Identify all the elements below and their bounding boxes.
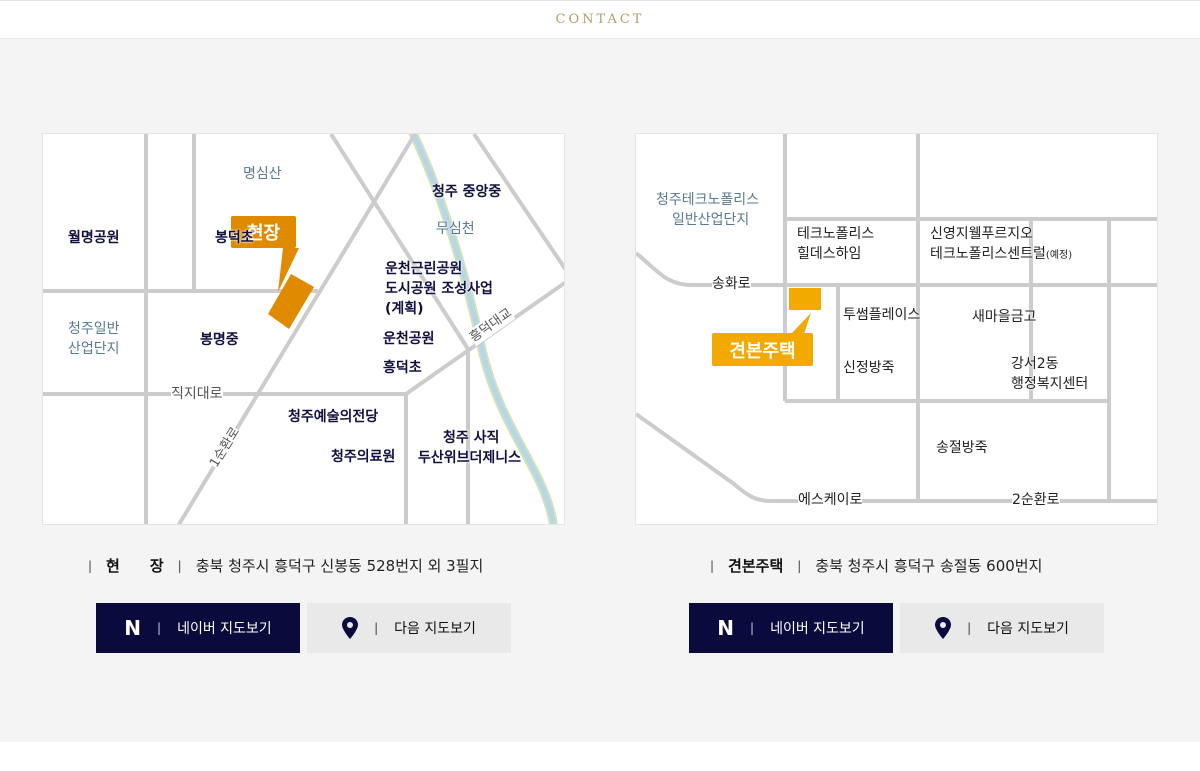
site-info: |현 장|충북 청주시 흥덕구 신봉동 528번지 외 3필지	[88, 557, 484, 575]
label-hill-1: 테크노폴리스	[797, 226, 875, 242]
label-musimcheon: 무심천	[436, 221, 475, 237]
model-callout: 견본주택	[712, 333, 813, 366]
site-naver-map-button[interactable]: N|네이버 지도보기	[96, 603, 300, 653]
label-cheongju-ind-1: 청주일반	[68, 321, 120, 337]
map-pin-icon	[935, 617, 952, 639]
naver-label: 네이버 지도보기	[770, 621, 865, 637]
model-info: |견본주택|충북 청주시 흥덕구 송절동 600번지	[710, 557, 1043, 575]
label-bongdeokcho: 봉덕초	[215, 230, 254, 246]
label-uncheonpark: 운천공원	[383, 331, 435, 347]
model-naver-map-button[interactable]: N|네이버 지도보기	[689, 603, 893, 653]
naver-icon: N	[717, 616, 735, 640]
label-sajik-1: 청주 사직	[443, 430, 500, 446]
label-uncheon-2: 도시공원 조성사업	[385, 281, 493, 297]
label-bongmyeong: 봉명중	[200, 332, 239, 348]
map-pin-icon	[342, 617, 359, 639]
label-sajik-2: 두산위브더제니스	[418, 450, 522, 466]
label-twosome: 투썸플레이스	[843, 307, 921, 323]
site-map[interactable]: 현장 명심산 월명공원 봉덕초 청주일반 산업단지 봉명중 청주 중앙중 무심천…	[42, 133, 565, 525]
site-info-title: 현 장	[106, 557, 164, 575]
model-house-map[interactable]: 견본주택 청주테크노폴리스 일반산업단지 테크노폴리스 힐데스하임 신영지웰푸르…	[635, 133, 1158, 525]
label-myeongsimsan: 명심산	[243, 166, 282, 182]
model-address: 충북 청주시 흥덕구 송절동 600번지	[815, 557, 1043, 575]
label-techno-1: 청주테크노폴리스	[656, 192, 760, 208]
label-sy-2: 테크노폴리스센트럴(예정)	[930, 246, 1073, 262]
label-sunhwan2: 2순환로	[1012, 492, 1060, 509]
label-techno-2: 일반산업단지	[672, 212, 750, 228]
footer-spacer	[0, 742, 1200, 771]
daum-label: 다음 지도보기	[987, 621, 1069, 637]
naver-icon: N	[124, 616, 142, 640]
naver-label: 네이버 지도보기	[177, 621, 272, 637]
section-title: CONTACT	[555, 12, 645, 27]
label-cheongju-ind-2: 산업단지	[68, 341, 120, 357]
label-arts: 청주예술의전당	[288, 409, 379, 425]
label-gangseo-2: 행정복지센터	[1011, 376, 1089, 392]
model-info-title: 견본주택	[728, 557, 784, 575]
label-sk: 에스케이로	[798, 492, 863, 509]
label-uncheon-3: (계획)	[385, 301, 424, 317]
model-daum-map-button[interactable]: |다음 지도보기	[900, 603, 1104, 653]
label-uncheon-1: 운천근린공원	[385, 261, 463, 277]
label-jikjidaero: 직지대로	[171, 386, 223, 403]
site-marker	[268, 274, 314, 329]
label-gangseo-1: 강서2동	[1011, 356, 1059, 372]
label-sy-1: 신영지웰푸르지오	[930, 226, 1034, 242]
label-heungdeokcho: 흥덕초	[383, 360, 422, 376]
label-medical: 청주의료원	[331, 449, 396, 465]
label-jungang: 청주 중앙중	[432, 184, 502, 200]
label-hill-2: 힐데스하임	[797, 246, 862, 262]
label-songjeol: 송절방죽	[936, 440, 988, 456]
section-header: CONTACT	[0, 0, 1200, 39]
label-wolmyeong: 월명공원	[68, 230, 120, 246]
model-house-marker	[789, 288, 821, 310]
site-daum-map-button[interactable]: |다음 지도보기	[307, 603, 511, 653]
site-address: 충북 청주시 흥덕구 신봉동 528번지 외 3필지	[195, 557, 484, 575]
site-callout: 현장	[231, 216, 296, 248]
label-saemaul: 새마을금고	[972, 309, 1037, 325]
label-songhwaro: 송화로	[712, 276, 751, 293]
daum-label: 다음 지도보기	[394, 621, 476, 637]
label-sinjeong: 신정방죽	[843, 360, 895, 376]
